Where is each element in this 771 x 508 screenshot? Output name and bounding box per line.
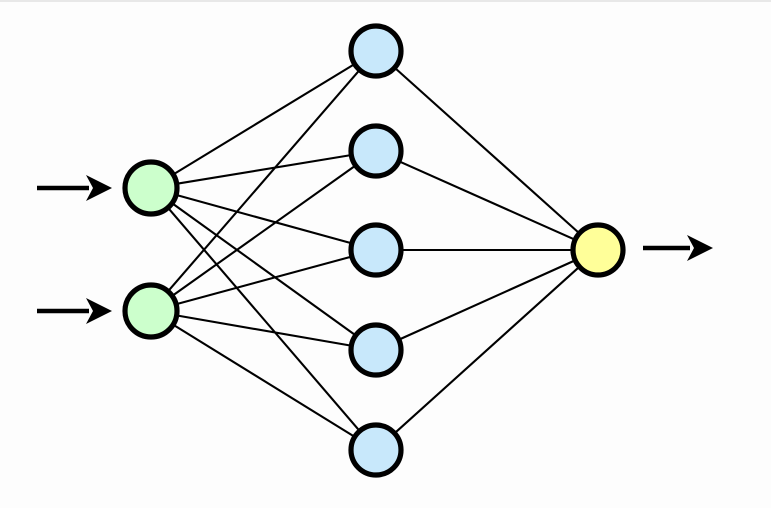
node-h5[interactable]: [348, 422, 404, 478]
edge-h4-o1: [397, 258, 577, 342]
output-arrow: [643, 235, 713, 261]
edge-h2-o1: [397, 159, 577, 242]
node-i1[interactable]: [122, 159, 180, 217]
input-layer: [122, 159, 180, 340]
edge-i2-h3: [174, 255, 354, 306]
edge-i2-h1: [166, 68, 362, 293]
input-arrow-bottom: [37, 298, 112, 324]
edge-i1-h2: [175, 153, 353, 185]
nodes-group: [122, 23, 626, 478]
node-h2[interactable]: [348, 123, 404, 179]
hidden-layer: [348, 23, 404, 478]
edge-i1-h3: [174, 193, 354, 245]
edge-i2-h5: [171, 323, 357, 439]
edge-i2-h4: [175, 314, 353, 347]
edge-i1-h1: [171, 62, 357, 176]
input-arrow-top-head-icon: [86, 175, 112, 201]
node-i2[interactable]: [122, 282, 180, 340]
input-arrow-top: [37, 175, 112, 201]
edge-i1-h4: [170, 201, 358, 337]
edge-i2-h2: [170, 164, 358, 298]
edges-group: [166, 62, 581, 439]
io-arrows-group: [37, 175, 713, 324]
node-h1[interactable]: [348, 23, 404, 79]
node-h3[interactable]: [348, 222, 404, 278]
node-o1[interactable]: [570, 222, 626, 278]
top-hairline-divider: [0, 0, 771, 2]
edge-h5-o1: [393, 265, 581, 435]
edge-i1-h5: [166, 206, 362, 433]
node-h4[interactable]: [348, 322, 404, 378]
edge-h1-o1: [393, 66, 581, 235]
output-arrow-head-icon: [687, 235, 713, 261]
input-arrow-bottom-head-icon: [86, 298, 112, 324]
output-layer: [570, 222, 626, 278]
